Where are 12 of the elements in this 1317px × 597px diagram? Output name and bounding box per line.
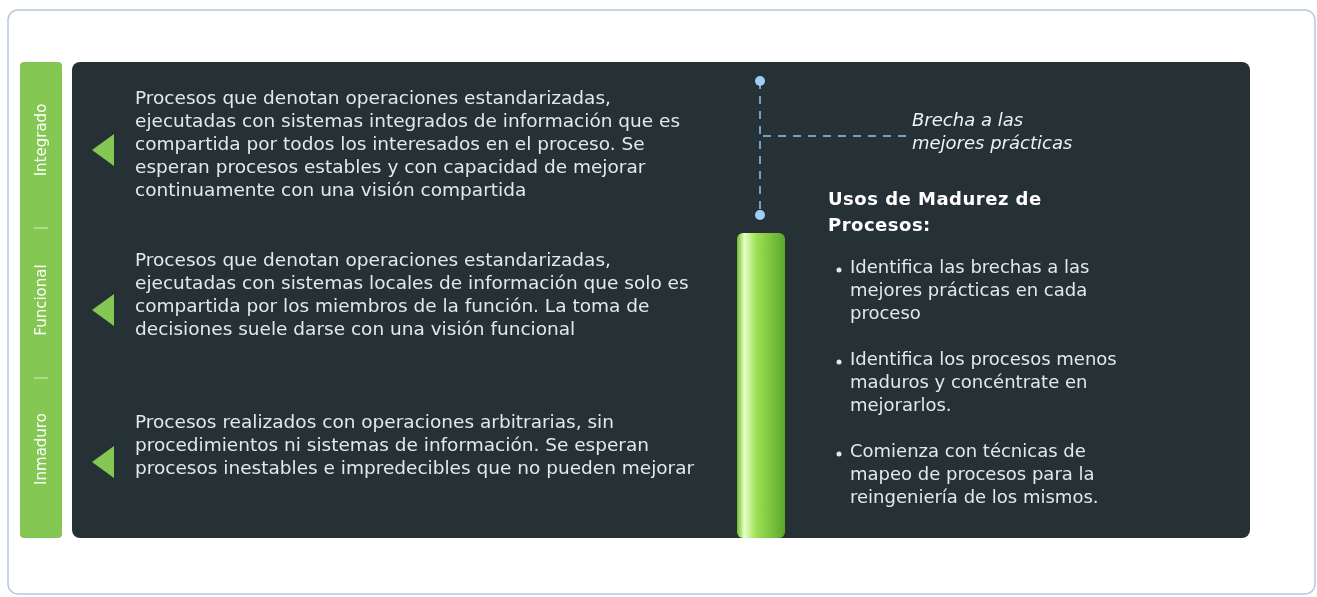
level-description: Procesos realizados con operaciones arbitrarias, sin procedimientos ni sistemas de información. Se esperan procesos inestables e impredecibles que no pueden mejorar	[135, 410, 695, 479]
level-label: Inmaduro	[32, 412, 50, 487]
level-description: Procesos que denotan operaciones estandarizadas, ejecutadas con sistemas integrados de información que es compartida por todos los interesados en el proceso. Se esperan procesos estables y con capacidad de mejorar continuamente con una visión compartida	[135, 86, 682, 201]
gap-dimension-line	[755, 76, 765, 220]
bullet-item: Identifica las brechas a las mejores prácticas en cada proceso	[850, 255, 1091, 324]
bullet-item: Identifica los procesos menos maduros y concéntrate en mejorarlos.	[850, 347, 1118, 416]
gap-note: Brecha a las mejores prácticas	[912, 108, 1087, 154]
level-label: Integrado	[32, 102, 50, 179]
level-description: Procesos que denotan operaciones estandarizadas, ejecutadas con sistemas locales de información que solo es compartida por los miembros de la función. La toma de decisiones suele darse con una visión funcional	[135, 248, 690, 340]
bullet-item: Comienza con técnicas de mapeo de procesos para la reingeniería de los mismos.	[850, 439, 1100, 508]
section-heading: Usos de Madurez de Procesos:	[828, 187, 1043, 237]
level-label: Funcional	[32, 263, 50, 338]
